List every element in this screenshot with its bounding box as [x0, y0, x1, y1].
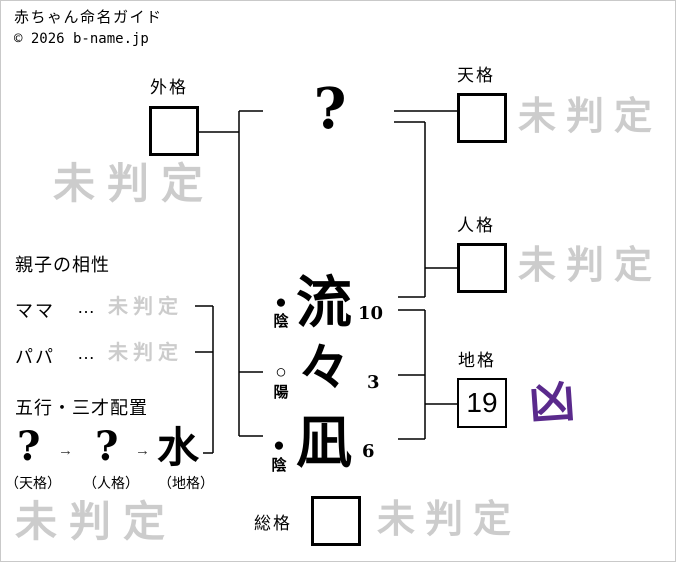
gogyo-chikaku-symbol: 水	[157, 423, 200, 472]
gaikaku-result-watermark: 未判定	[53, 159, 216, 208]
gogyo-heading: 五行・三才配置	[15, 398, 148, 418]
yang-open-circle-icon: ○	[275, 362, 287, 383]
papa-separator: …	[77, 343, 95, 363]
yin-label: 陰	[273, 313, 289, 330]
arrow-right-icon: →	[58, 442, 73, 459]
gogyo-tenkaku-symbol: ?	[17, 423, 41, 470]
gogyo-tenkaku-caption: （天格）	[5, 475, 61, 491]
jinkaku-result-watermark: 未判定	[518, 242, 663, 287]
gogyo-jinkaku-symbol: ?	[95, 423, 119, 470]
tenkaku-label: 天格	[457, 66, 495, 85]
compatibility-heading: 親子の相性	[15, 255, 110, 275]
given-char-1: 流	[296, 270, 352, 336]
jinkaku-box	[457, 243, 507, 293]
given-char-1-strokes: 10	[358, 303, 384, 324]
arrow-right-icon: →	[135, 442, 150, 459]
papa-result-watermark: 未判定	[108, 340, 183, 364]
mama-separator: …	[77, 297, 95, 317]
yin-label: 陰	[271, 457, 287, 474]
gaikaku-label: 外格	[150, 78, 188, 97]
tenkaku-result-watermark: 未判定	[518, 93, 663, 138]
yin-filled-circle-icon: ●	[273, 435, 285, 456]
yang-label: 陽	[273, 384, 289, 401]
gaikaku-box	[149, 106, 199, 156]
tenkaku-box	[457, 93, 507, 143]
mama-label: ママ	[15, 301, 55, 321]
papa-label: パパ	[15, 347, 55, 367]
soukaku-box	[311, 496, 361, 546]
site-title: 赤ちゃん命名ガイド	[14, 9, 163, 26]
soukaku-label: 総格	[254, 514, 292, 533]
given-char-3: 凪	[296, 410, 352, 476]
overall-result-watermark: 未判定	[15, 497, 178, 546]
chikaku-value: 19	[466, 387, 498, 418]
chikaku-label: 地格	[458, 351, 496, 370]
soukaku-result-watermark: 未判定	[377, 496, 522, 541]
mama-result-watermark: 未判定	[108, 294, 183, 318]
gogyo-jinkaku-caption: （人格）	[83, 475, 139, 491]
chikaku-box: 19	[457, 378, 507, 428]
chikaku-result-bad-luck: 凶	[527, 373, 577, 431]
given-char-2: 々	[297, 338, 350, 399]
yin-filled-circle-icon: ●	[275, 292, 287, 313]
given-char-3-strokes: 6	[362, 441, 375, 462]
given-char-2-strokes: 3	[367, 372, 380, 393]
surname-placeholder-char: ?	[313, 76, 347, 142]
jinkaku-label: 人格	[457, 216, 495, 235]
copyright-text: © 2026 b-name.jp	[14, 31, 149, 47]
gogyo-chikaku-caption: （地格）	[158, 475, 214, 491]
